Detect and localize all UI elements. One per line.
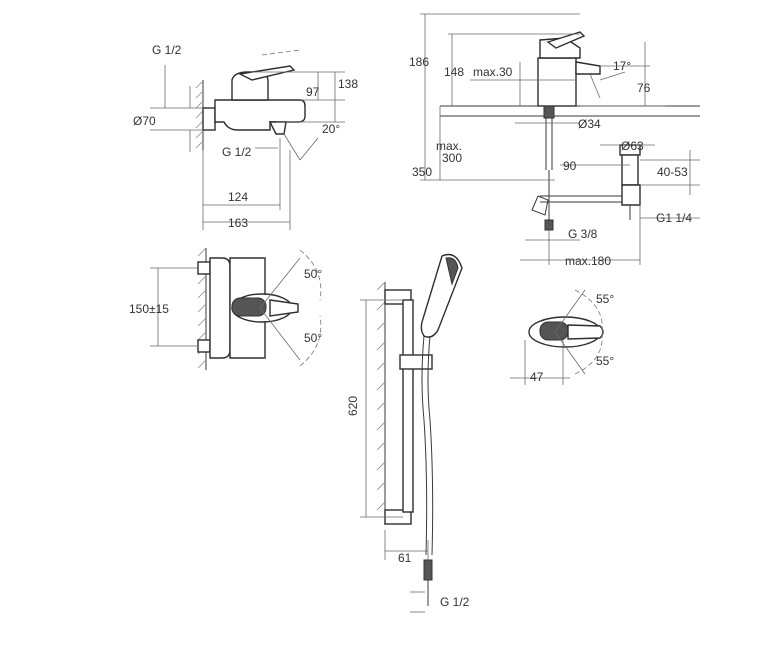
basin-height-148-label: 148 bbox=[444, 65, 464, 79]
basin-length-350-label: 350 bbox=[412, 165, 432, 179]
basin-reach-90-label: 90 bbox=[563, 159, 577, 173]
shower-rail-view: 620 61 G 1/2 bbox=[346, 253, 470, 613]
basin-mixer-side-view: 186 148 max.30 17° 76 Ø34 max. 300 350 9… bbox=[409, 13, 700, 268]
bath-thread-label: G 1/2 bbox=[152, 43, 182, 57]
bath-depth-124-label: 124 bbox=[228, 190, 248, 204]
bath-mixer-side-view: G 1/2 Ø70 97 138 G 1/2 20° 124 163 bbox=[133, 43, 358, 230]
front-centers-label: 150±15 bbox=[129, 302, 169, 316]
rail-hose-thread-label: G 1/2 bbox=[440, 595, 470, 609]
rail-offset-label: 61 bbox=[398, 551, 412, 565]
bath-diameter-label: Ø70 bbox=[133, 114, 156, 128]
handle-angle-top-label: 55° bbox=[596, 292, 614, 306]
front-angle-top-label: 50° bbox=[304, 267, 322, 281]
bath-spout-thread-label: G 1/2 bbox=[222, 145, 252, 159]
basin-waste-thread-label: G1 1/4 bbox=[656, 211, 692, 225]
rail-height-label: 620 bbox=[346, 396, 360, 416]
handle-angle-bottom-label: 55° bbox=[596, 354, 614, 368]
handle-width-label: 47 bbox=[530, 370, 544, 384]
basin-range-label: 40-53 bbox=[657, 165, 688, 179]
basin-max-180-label: max.180 bbox=[565, 254, 611, 268]
front-angle-bottom-label: 50° bbox=[304, 331, 322, 345]
basin-max-30-label: max.30 bbox=[473, 65, 513, 79]
basin-max-300-label: 300 bbox=[442, 151, 462, 165]
basin-diameter-34-label: Ø34 bbox=[578, 117, 601, 131]
bath-height-97-label: 97 bbox=[306, 85, 320, 99]
basin-height-186-label: 186 bbox=[409, 55, 429, 69]
basin-handle-top-view: 55° 55° 47 bbox=[510, 289, 614, 385]
basin-angle-17-label: 17° bbox=[613, 59, 631, 73]
basin-max-label: max. bbox=[436, 139, 462, 153]
basin-diameter-63-label: Ø63 bbox=[621, 139, 644, 153]
bath-depth-163-label: 163 bbox=[228, 216, 248, 230]
basin-spout-76-label: 76 bbox=[637, 81, 651, 95]
basin-supply-thread-label: G 3/8 bbox=[568, 227, 598, 241]
bath-height-138-label: 138 bbox=[338, 77, 358, 91]
bath-mixer-front-view: 150±15 50° 50° bbox=[129, 247, 322, 370]
bath-angle-label: 20° bbox=[322, 122, 340, 136]
